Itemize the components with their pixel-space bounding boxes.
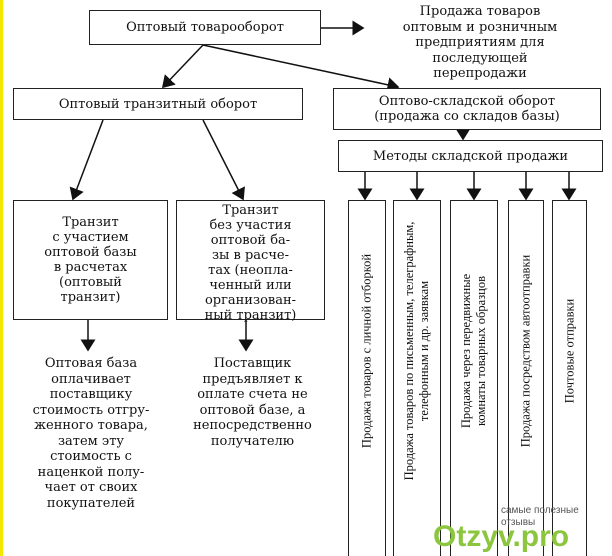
connector-arrows (69, 20, 577, 352)
method-label: Продажа товаров с личной отборкой (359, 253, 374, 449)
method-written-orders: Продажа товаров по письменным, телеграфн… (393, 200, 441, 556)
method-label: Продажа через передвижные комнаты товарн… (459, 273, 488, 429)
method-auto-shipping: Продажа посредством автоотправки (508, 200, 544, 556)
method-label: Продажа посредством автоотправки (518, 254, 533, 448)
transit-turnover-box: Оптовый транзитный оборот (13, 88, 303, 120)
watermark-tagline: самые полезные отзывы (501, 505, 579, 528)
transit-with-base-box: Транзит с участием оптовой базы в расчет… (13, 200, 168, 320)
wholesale-turnover-box: Оптовый товарооборот (89, 10, 321, 45)
warehouse-methods-box: Методы складской продажи (338, 140, 603, 172)
transit-with-base-note: Оптовая база оплачивает поставщику стоим… (32, 356, 150, 511)
method-label: Продажа товаров по письменным, телеграфн… (402, 221, 431, 481)
method-sample-rooms: Продажа через передвижные комнаты товарн… (450, 200, 498, 556)
watermark-logo: Otzyv.pro (433, 520, 570, 553)
arrow-to-transit-with-base (69, 119, 104, 201)
arrow-to-warehouse (202, 44, 400, 93)
method-postal: Почтовые отправки (552, 200, 587, 556)
wholesale-note: Продажа товаров оптовым и розничным пред… (402, 4, 558, 81)
method-label: Почтовые отправки (562, 298, 576, 404)
transit-without-base-note: Поставщик предъявляет к оплате счета не … (193, 356, 312, 449)
arrow-to-transit-without-base (202, 119, 245, 201)
warehouse-turnover-box: Оптово-складской оборот (продажа со скла… (333, 88, 601, 130)
arrow-to-transit (161, 44, 204, 89)
method-personal-selection: Продажа товаров с личной отборкой (348, 200, 386, 556)
transit-without-base-box: Транзит без участия оптовой ба- зы в рас… (176, 200, 325, 323)
